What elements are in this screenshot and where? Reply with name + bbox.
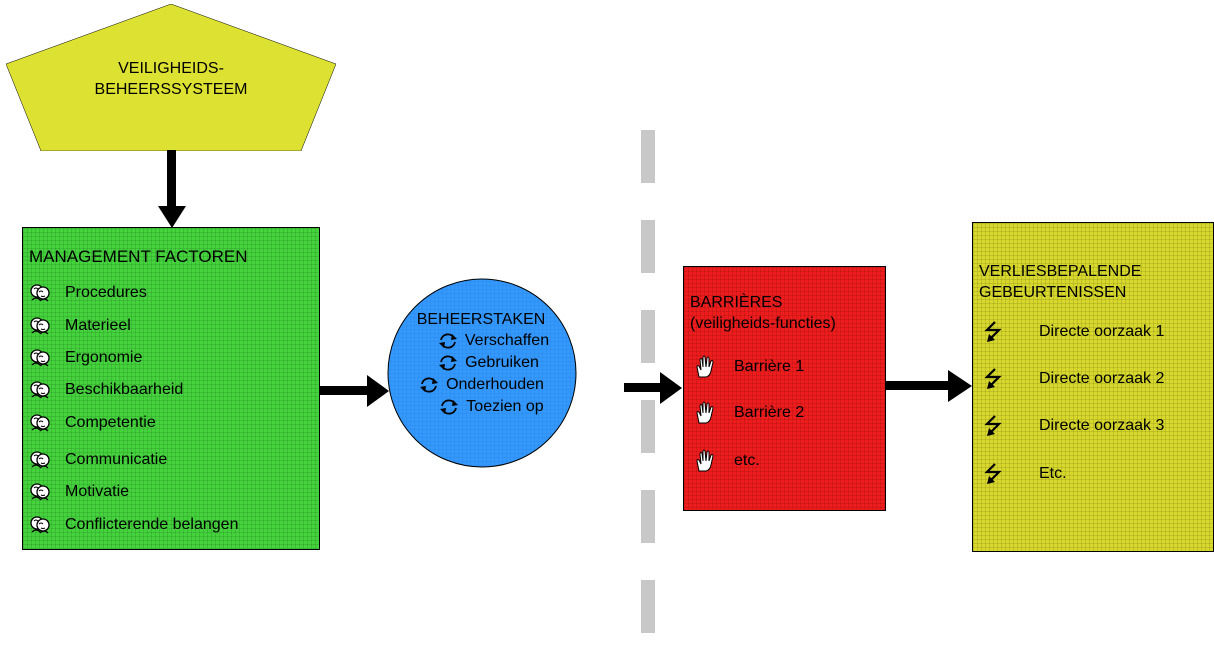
loss-event-item: Directe oorzaak 3	[983, 415, 1164, 437]
task-item: Onderhouden	[388, 374, 574, 396]
management-item: Conflicterende belangen	[29, 514, 238, 536]
management-tasks-title: BEHEERSTAKEN	[416, 311, 546, 328]
management-item: Competentie	[29, 412, 156, 434]
barrier-item: Barrière 1	[694, 355, 804, 379]
arrow-right-2	[624, 372, 682, 404]
people-icon	[29, 381, 51, 399]
people-icon	[29, 483, 51, 501]
task-item: Toezien op	[388, 396, 574, 418]
people-icon	[29, 451, 51, 469]
barrier-item: etc.	[694, 449, 760, 473]
management-factors-title: MANAGEMENT FACTOREN	[29, 247, 248, 266]
lightning-icon	[983, 463, 1009, 485]
hand-icon	[694, 355, 716, 379]
loss-event-item: Directe oorzaak 1	[983, 321, 1164, 343]
loss-events-box: VERLIESBEPALENDE GEBEURTENISSEN Directe …	[972, 222, 1214, 552]
management-tasks-circle	[387, 278, 577, 468]
lightning-icon	[983, 368, 1009, 390]
people-icon	[29, 284, 51, 302]
cycle-icon	[437, 354, 459, 372]
people-icon	[29, 414, 51, 432]
management-item: Motivatie	[29, 481, 129, 503]
barriers-title: BARRIÈRES (veiligheids-functies)	[690, 294, 836, 332]
cycle-icon	[438, 398, 460, 416]
loss-event-item: Directe oorzaak 2	[983, 368, 1164, 390]
lightning-icon	[983, 415, 1009, 437]
people-icon	[29, 516, 51, 534]
arrow-right-1	[320, 375, 389, 407]
loss-event-item: Etc.	[983, 463, 1067, 485]
people-icon	[29, 349, 51, 367]
task-item: Gebruiken	[388, 352, 574, 374]
management-item: Beschikbaarheid	[29, 379, 183, 401]
management-tasks-content: BEHEERSTAKEN Verschaffen Gebruiken Onder…	[388, 310, 574, 418]
management-item: Materieel	[29, 315, 131, 337]
top-label-line1: VEILIGHEIDS-	[118, 60, 224, 77]
safety-management-system-label: VEILIGHEIDS- BEHEERSSYSTEEM	[6, 58, 336, 100]
loss-events-title: VERLIESBEPALENDE GEBEURTENISSEN	[979, 263, 1142, 301]
cycle-icon	[418, 376, 440, 394]
management-item: Procedures	[29, 282, 147, 304]
barriers-box: BARRIÈRES (veiligheids-functies) Barrièr…	[683, 266, 886, 511]
management-item: Communicatie	[29, 449, 167, 471]
cycle-icon	[437, 332, 459, 350]
safety-management-system-shape: VEILIGHEIDS- BEHEERSSYSTEEM	[6, 4, 336, 151]
hand-icon	[694, 401, 716, 425]
management-factors-box: MANAGEMENT FACTOREN Procedures Materieel…	[22, 227, 320, 550]
arrow-right-3	[886, 370, 972, 402]
task-item: Verschaffen	[388, 330, 574, 352]
arrow-down	[158, 150, 186, 228]
management-item: Ergonomie	[29, 347, 142, 369]
people-icon	[29, 317, 51, 335]
barrier-item: Barrière 2	[694, 401, 804, 425]
lightning-icon	[983, 321, 1009, 343]
top-label-line2: BEHEERSSYSTEEM	[94, 81, 248, 98]
hand-icon	[694, 449, 716, 473]
